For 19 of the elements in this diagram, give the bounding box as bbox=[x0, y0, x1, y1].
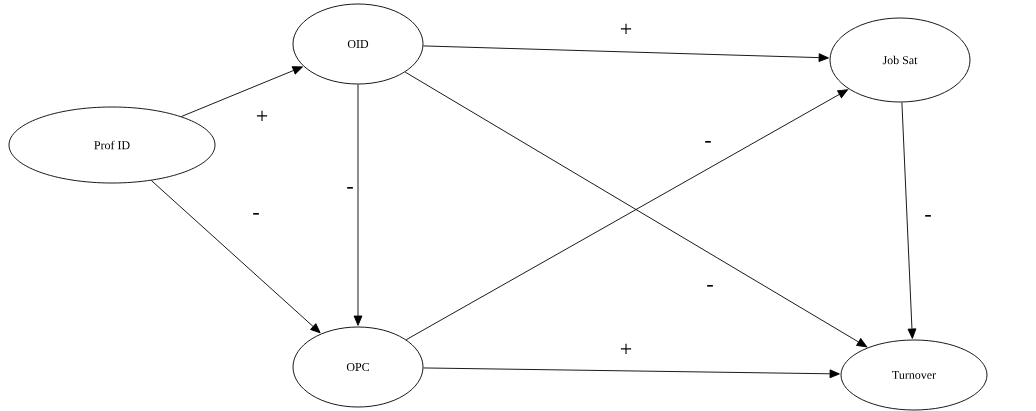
edge-label: + bbox=[620, 343, 632, 355]
edge-label: - bbox=[347, 187, 353, 189]
edge-label: - bbox=[253, 213, 259, 215]
edge-label: - bbox=[705, 141, 711, 143]
ellipse-node: OPC bbox=[292, 326, 424, 408]
arrow bbox=[422, 45, 829, 62]
ellipse-node: Prof ID bbox=[8, 106, 216, 184]
arrow bbox=[423, 367, 840, 379]
ellipse-node: Job Sat bbox=[829, 17, 971, 103]
arrow bbox=[181, 66, 303, 117]
arrow bbox=[150, 180, 321, 334]
edge-label: + bbox=[256, 110, 268, 121]
ellipse-node: Turnover bbox=[840, 339, 988, 411]
edge-label: - bbox=[925, 215, 931, 217]
arrow bbox=[353, 84, 363, 326]
ellipse-node: OID bbox=[292, 3, 424, 85]
arrow bbox=[901, 102, 917, 339]
edge-label: - bbox=[707, 285, 713, 287]
edge-label: + bbox=[620, 23, 632, 34]
